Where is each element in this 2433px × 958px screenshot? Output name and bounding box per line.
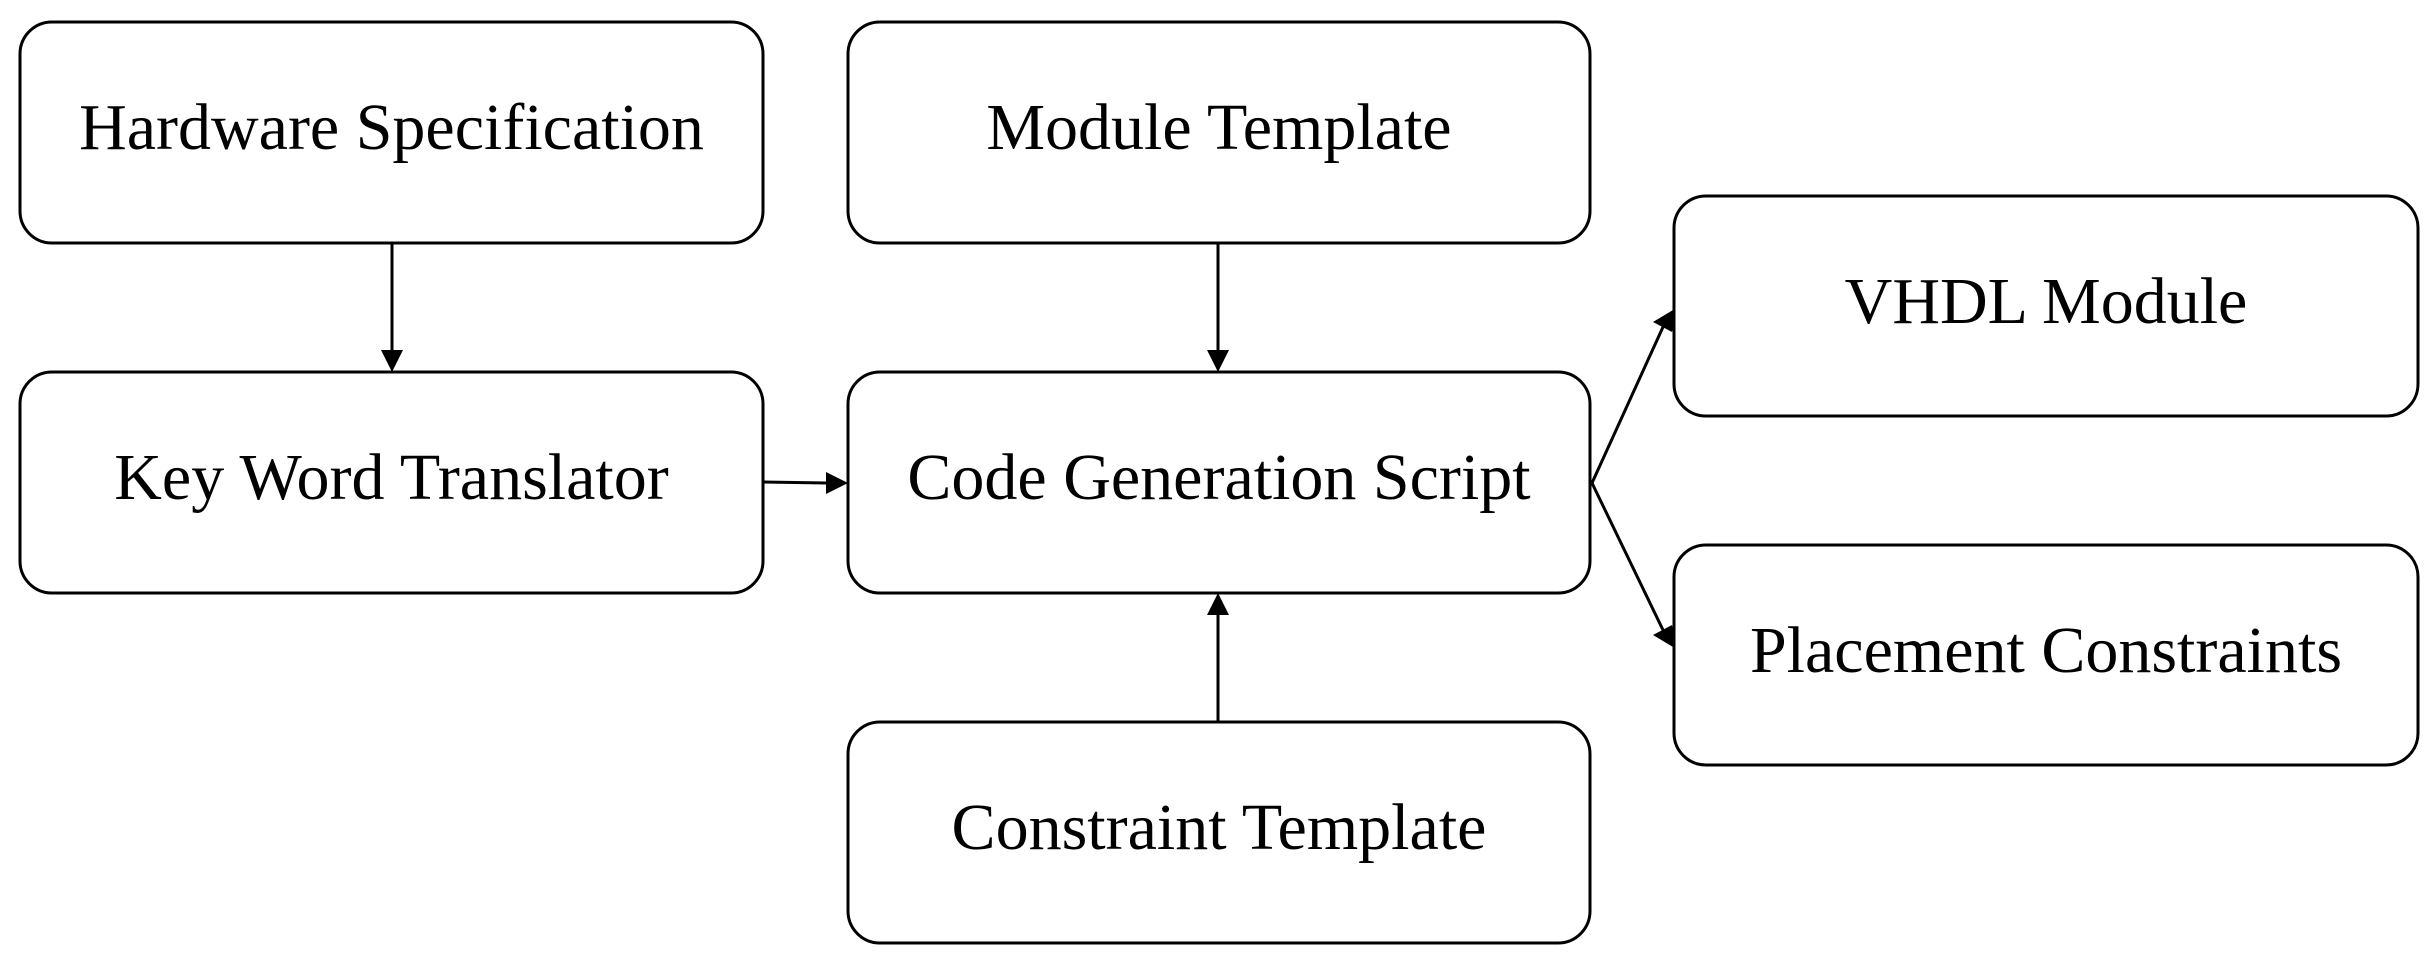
node-label-module-template: Module Template [986, 91, 1451, 164]
node-label-hardware-specification: Hardware Specification [79, 91, 704, 164]
node-label-vhdl-module: VHDL Module [1845, 265, 2248, 338]
edge-constraint-template-to-code-generation-script [1207, 593, 1229, 722]
edge-code-generation-script-to-vhdl-module [1590, 307, 1678, 484]
node-label-code-generation-script: Code Generation Script [907, 441, 1530, 514]
node-hardware-specification: Hardware Specification [18, 20, 765, 245]
edge-key-word-translator-to-code-generation-script [762, 472, 848, 494]
node-constraint-template: Constraint Template [846, 720, 1592, 945]
node-label-placement-constraints: Placement Constraints [1750, 614, 2342, 687]
node-vhdl-module: VHDL Module [1672, 194, 2420, 418]
node-module-template: Module Template [846, 20, 1592, 245]
nodes: Hardware Specification Module Template K… [18, 20, 2420, 945]
node-label-key-word-translator: Key Word Translator [114, 441, 668, 514]
node-label-constraint-template: Constraint Template [952, 791, 1487, 864]
node-key-word-translator: Key Word Translator [18, 370, 765, 595]
node-placement-constraints: Placement Constraints [1672, 543, 2420, 767]
node-code-generation-script: Code Generation Script [846, 370, 1592, 595]
edge-module-template-to-code-generation-script [1207, 243, 1229, 372]
edges [381, 243, 1678, 722]
edge-hardware-spec-to-key-word-translator [381, 243, 403, 372]
edge-code-generation-script-to-placement-constraints [1590, 482, 1678, 650]
